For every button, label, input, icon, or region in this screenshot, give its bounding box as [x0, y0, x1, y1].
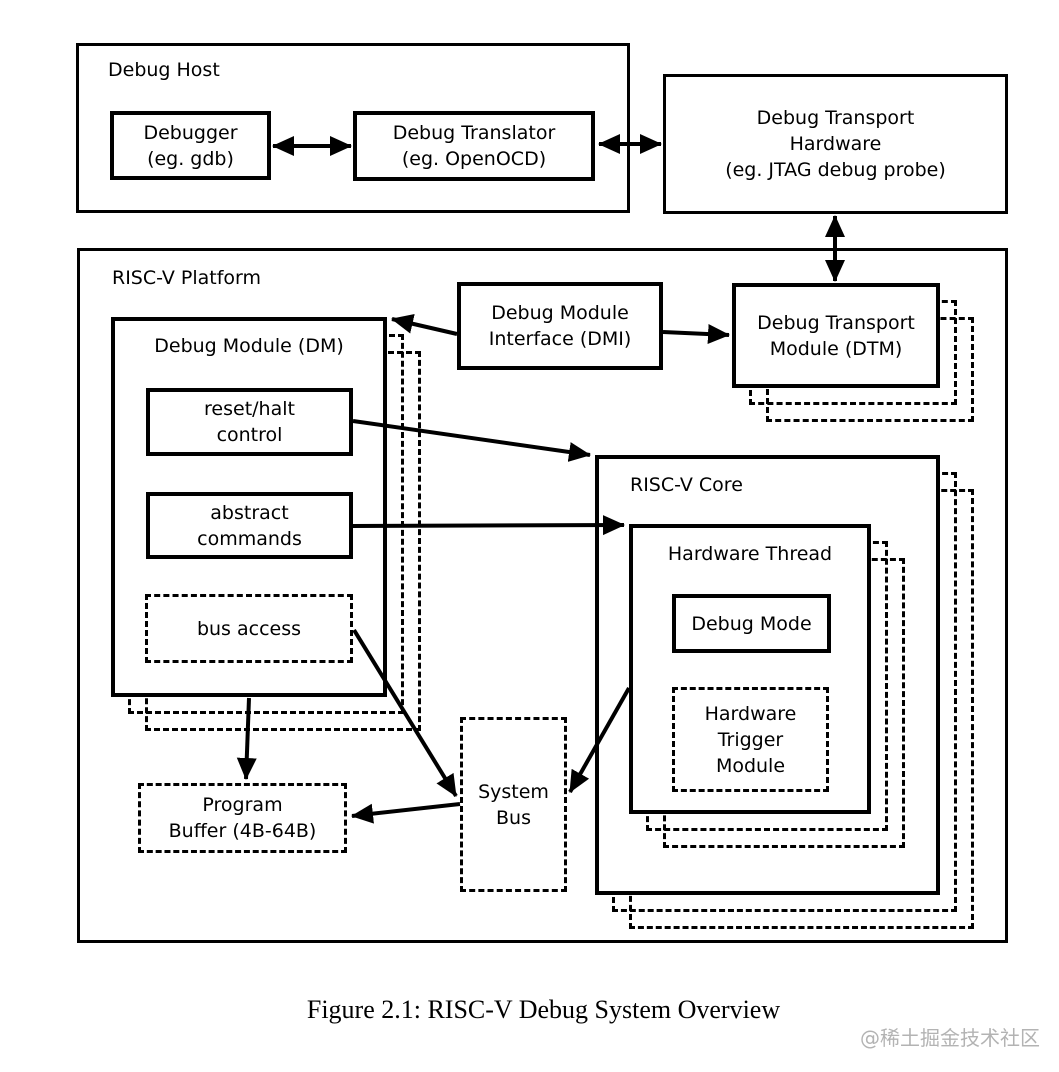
program-buffer-label: Program Buffer (4B-64B)	[168, 794, 317, 842]
watermark-text: @稀土掘金技术社区	[860, 1026, 1040, 1050]
system-bus-box: System Bus	[460, 717, 567, 892]
hardware-trigger-module-label: Hardware Trigger Module	[704, 702, 797, 777]
hardware-trigger-module-box: Hardware Trigger Module	[672, 687, 829, 792]
debug-module-label: Debug Module (DM)	[154, 335, 344, 357]
debug-transport-hardware-box: Debug Transport Hardware (eg. JTAG debug…	[663, 74, 1008, 214]
debug-host-label: Debug Host	[108, 59, 220, 81]
reset-halt-control-label: reset/halt control	[204, 398, 295, 446]
abstract-commands-label: abstract commands	[197, 501, 302, 550]
debug-host-box: Debug Host	[76, 43, 630, 213]
debug-translator-box: Debug Translator (eg. OpenOCD)	[353, 111, 595, 181]
debug-translator-label: Debug Translator (eg. OpenOCD)	[392, 122, 556, 170]
riscv-platform-box: RISC-V Platform	[77, 248, 1008, 943]
reset-halt-control-box: reset/halt control	[146, 388, 353, 456]
debugger-box: Debugger (eg. gdb)	[110, 111, 271, 180]
dmi-box: Debug Module Interface (DMI)	[457, 282, 663, 370]
hardware-thread-box: Hardware Thread	[629, 524, 871, 814]
dtm-box: Debug Transport Module (DTM)	[732, 283, 940, 388]
debugger-label: Debugger (eg. gdb)	[143, 121, 238, 170]
system-bus-label: System Bus	[478, 780, 549, 829]
dmi-label: Debug Module Interface (DMI)	[488, 302, 632, 350]
riscv-core-label: RISC-V Core	[630, 474, 743, 496]
debug-mode-label: Debug Mode	[691, 612, 812, 635]
abstract-commands-box: abstract commands	[146, 492, 353, 559]
figure-caption: Figure 2.1: RISC-V Debug System Overview	[306, 995, 781, 1024]
dtm-label: Debug Transport Module (DTM)	[757, 311, 915, 360]
debug-transport-hardware-label: Debug Transport Hardware (eg. JTAG debug…	[725, 107, 946, 181]
bus-access-box: bus access	[145, 594, 353, 663]
bus-access-label: bus access	[196, 617, 302, 640]
program-buffer-box: Program Buffer (4B-64B)	[138, 783, 347, 853]
debug-mode-box: Debug Mode	[672, 594, 831, 653]
riscv-platform-label: RISC-V Platform	[112, 267, 262, 289]
hardware-thread-label: Hardware Thread	[667, 543, 833, 565]
